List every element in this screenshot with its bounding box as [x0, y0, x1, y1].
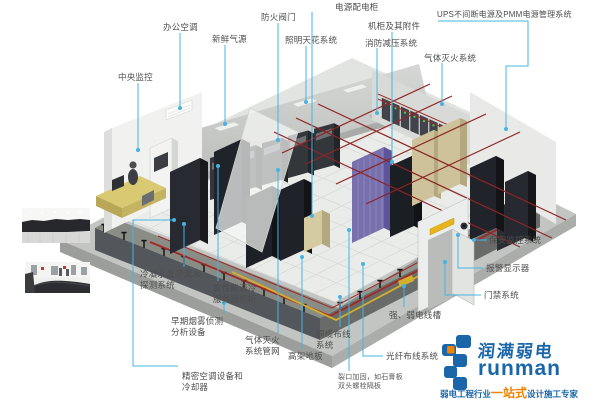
label-condensate-leak-detection: 冷凝水盘带漏水 探测系统	[140, 269, 201, 291]
server-rack	[505, 171, 536, 247]
label-lighting-ceiling: 照明天花系统	[285, 35, 338, 45]
label-gas-extinguishing: 气体灭火系统	[424, 53, 477, 63]
label-power-distribution-cabinet: 电源配电柜	[335, 2, 379, 12]
label-high-performance-server-rack: 高性能液冷 服务器机柜	[213, 283, 257, 305]
tan-cabinet	[438, 118, 467, 194]
desk-monitor	[112, 175, 124, 191]
label-precision-ac-and-cooler: 精密空调设备和 冷却器	[182, 371, 243, 393]
overhead-cable-trays	[273, 83, 567, 248]
door-wall	[398, 197, 475, 313]
ceiling-vent	[213, 121, 241, 132]
runman-logo: 润满弱电 runman 弱电工程行业一站式设计施工专家	[438, 331, 598, 407]
label-copper-cabling: 铜缆布线 系统	[316, 329, 351, 351]
label-central-monitoring: 中央监控	[118, 72, 153, 82]
label-gas-extinguishing-pipework: 气体灭火 系统管网	[245, 335, 280, 357]
leader-dots	[136, 100, 508, 305]
glass-partition	[215, 107, 299, 253]
tagline-pre: 弱电工程行业	[440, 389, 492, 399]
operator-person	[128, 161, 138, 185]
label-office-ac: 办公空调	[163, 22, 198, 32]
label-fire-damper: 防火阀门	[261, 12, 296, 22]
label-raised-floor: 高架地板	[288, 351, 323, 361]
label-opening-reinforcement: 裂口加固，如石膏板 双头螺栓隔板	[338, 374, 403, 391]
tagline-highlight: 一站式	[491, 386, 528, 400]
door-opening	[428, 229, 452, 309]
server-rack	[470, 156, 504, 240]
label-access-control: 门禁系统	[484, 290, 519, 300]
tagline-post: 设计施工专家	[527, 389, 579, 399]
label-ups-pmm: UPS不间断电源及PMM电源管理系统	[437, 10, 572, 19]
server-racks	[170, 107, 536, 268]
runman-logo-icon	[442, 335, 471, 390]
server-room-photo	[22, 208, 90, 248]
precision-ac-cabinet	[170, 158, 208, 254]
leader-lines	[132, 12, 529, 371]
power-distribution-unit	[304, 210, 330, 252]
under-floor-cabling-photo	[24, 262, 91, 298]
label-security-monitoring: 保安监控系统	[489, 235, 542, 245]
brand-tagline: 弱电工程行业一站式设计施工专家	[440, 384, 598, 401]
label-fiber-cabling: 光纤布线系统	[386, 351, 439, 361]
label-alarm-display: 报警显示器	[486, 263, 530, 273]
label-fresh-air: 新鲜气源	[212, 34, 247, 44]
label-cabinet-and-accessories: 机柜及其附件	[368, 21, 421, 31]
alarm-strip	[429, 217, 455, 236]
label-cable-trunking: 强、弱电线槽	[389, 310, 442, 320]
office-chair	[142, 190, 154, 206]
label-fire-pressure-relief: 消防减压系统	[365, 38, 418, 48]
mesh-rack-purple	[352, 147, 392, 243]
door-leaf	[451, 228, 475, 306]
cable-trunk-bundle	[398, 275, 414, 287]
label-early-smoke-detection: 早期烟雾侦测 分析设备	[171, 316, 224, 338]
brand-name-english: runman	[478, 357, 562, 380]
